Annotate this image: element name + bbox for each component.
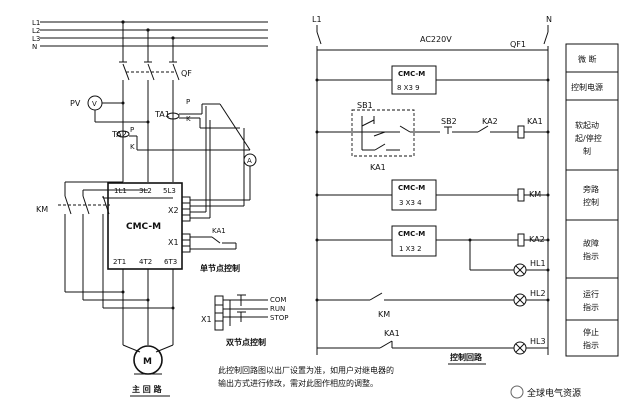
qf1-label: QF1 (510, 40, 526, 49)
table-row-5: 运行指示 (583, 289, 599, 312)
hl3-label: HL3 (530, 337, 546, 346)
hl1-label: HL1 (530, 259, 546, 268)
svg-text:2T1: 2T1 (113, 258, 126, 266)
cmc-m-label: CMC-M (126, 222, 161, 232)
dual-point-caption: 双节点控制 (226, 337, 266, 347)
ta2-label: TA2 (111, 130, 127, 139)
table-row-4: 故障指示 (583, 238, 599, 261)
watermark: 全球电气资源 (510, 385, 581, 399)
cmc-m-bottom (391, 225, 437, 257)
svg-text:X1: X1 (168, 238, 179, 247)
table-row-6: 停止指示 (583, 327, 599, 350)
qf-label: QF (181, 69, 192, 78)
ka1-self-label: KA1 (370, 163, 386, 172)
sb1-label: SB1 (357, 101, 373, 110)
svg-text:输出方式进行修改，需对此图作相应的调整。: 输出方式进行修改，需对此图作相应的调整。 (218, 378, 378, 388)
cmc-m-unit (107, 182, 183, 270)
svg-text:8 X3 9: 8 X3 9 (397, 84, 420, 92)
svg-text:3 X3 4: 3 X3 4 (399, 199, 422, 207)
svg-text:P: P (130, 126, 134, 134)
svg-text:5L3: 5L3 (163, 187, 176, 195)
ctrl-n-label: N (546, 15, 552, 24)
ctrl-l1-label: L1 (312, 15, 322, 24)
svg-text:1 X3 2: 1 X3 2 (399, 245, 422, 253)
svg-text:4T2: 4T2 (139, 258, 152, 266)
dual-x1-label: X1 (201, 315, 212, 324)
note-text: 此控制回路图以出厂设置为准，如用户对继电器的 输出方式进行修改，需对此图作相应的… (218, 365, 394, 388)
svg-text:V: V (92, 100, 97, 108)
svg-text:CMC-M: CMC-M (398, 70, 425, 78)
single-point-caption: 单节点控制 (200, 263, 240, 273)
phase-label-l1: L1 (32, 19, 40, 27)
svg-text:全球电气资源: 全球电气资源 (527, 387, 581, 399)
svg-text:STOP: STOP (270, 314, 288, 322)
svg-text:RUN: RUN (270, 305, 285, 313)
ta1-symbol (166, 112, 180, 120)
svg-text:COM: COM (270, 296, 286, 304)
svg-text:K: K (130, 143, 135, 151)
ka1-coil (517, 125, 525, 139)
svg-text:CMC-M: CMC-M (398, 230, 425, 238)
ka1-main-label: KA1 (212, 227, 226, 235)
ta1-label: TA1 (154, 110, 170, 119)
ac220v-label: AC220V (420, 35, 452, 44)
function-table: 微 断 控制电源 软起动起/停控制 旁路控制 故障指示 运行指示 停止指示 (565, 43, 619, 357)
table-row-2: 软起动起/停控制 (575, 120, 602, 156)
ta2-symbol (116, 130, 130, 138)
motor-label: M (143, 357, 152, 367)
svg-text:6T3: 6T3 (164, 258, 177, 266)
svg-text:此控制回路图以出厂设置为准，如用户对继电器的: 此控制回路图以出厂设置为准，如用户对继电器的 (218, 365, 394, 375)
ka2-contact-label: KA2 (482, 117, 498, 126)
km-contact-label: KM (378, 310, 390, 319)
svg-text:K: K (186, 115, 191, 123)
table-row-0: 微 断 (578, 54, 597, 64)
dual-point-control: X1 COM RUN STOP 双节点控制 (201, 294, 288, 347)
svg-text:CMC-M: CMC-M (398, 184, 425, 192)
svg-text:X2: X2 (168, 206, 179, 215)
phase-label-l3: L3 (32, 35, 40, 43)
km-label: KM (36, 205, 48, 214)
ka1-coil-label: KA1 (527, 117, 543, 126)
table-row-1: 控制电源 (571, 82, 603, 92)
hl2-label: HL2 (530, 289, 546, 298)
pv-label: PV (70, 99, 81, 108)
control-circuit-caption: 控制回路 (450, 352, 483, 362)
table-row-3: 旁路控制 (583, 184, 599, 207)
phase-label-n: N (32, 43, 37, 51)
ka1-contact-label: KA1 (384, 329, 400, 338)
svg-text:3L2: 3L2 (139, 187, 152, 195)
km-contacts (58, 195, 110, 215)
sb1-dashed-box (351, 109, 415, 157)
qf-breaker: QF (119, 61, 192, 81)
control-circuit: L1 N AC220V QF1 CMC-M 8 X3 9 SB1 SB2 KA2… (312, 15, 552, 365)
ka2-coil (517, 233, 525, 247)
svg-text:A: A (247, 157, 252, 165)
wechat-icon (510, 385, 524, 399)
main-circuit-caption: 主 回 路 (132, 384, 163, 394)
svg-text:P: P (186, 98, 190, 106)
sb2-label: SB2 (441, 117, 457, 126)
km-coil (517, 188, 525, 202)
main-circuit: L1 L2 L3 N QF PV V (32, 19, 268, 397)
svg-text:1L1: 1L1 (114, 187, 127, 195)
phase-label-l2: L2 (32, 27, 40, 35)
